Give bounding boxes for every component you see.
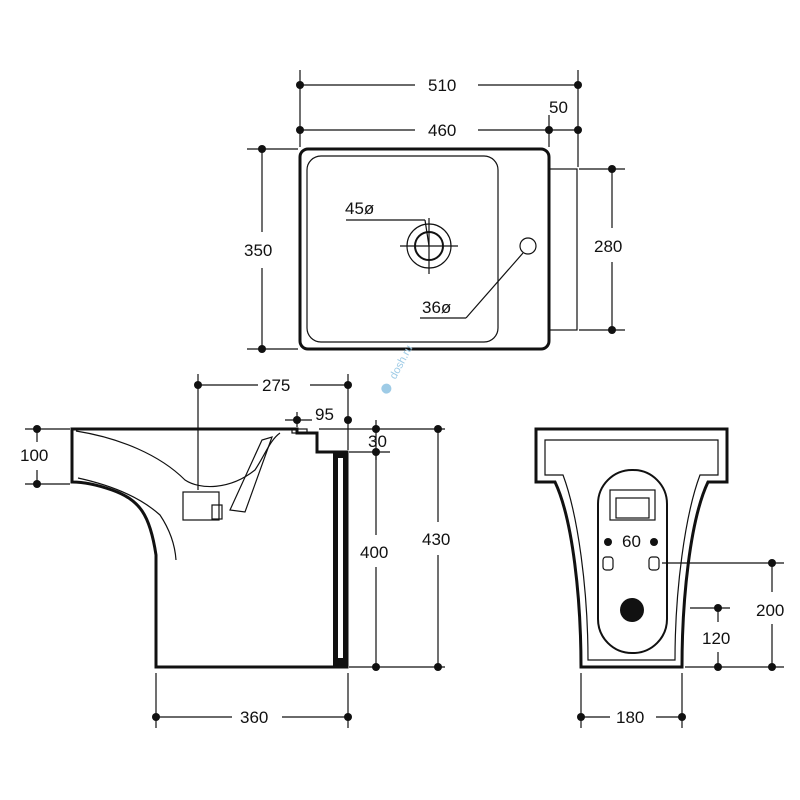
rear-drain-outlet [620, 598, 644, 622]
dim-label-rear-width: 180 [616, 708, 644, 727]
basin-outer-outline [298, 147, 551, 351]
tap-hole-label: 45ø [345, 199, 374, 218]
dim-label-inner-width: 460 [428, 121, 456, 140]
dim-inner-width: 460 50 [296, 98, 582, 147]
side-view: 275 95 30 100 [20, 374, 450, 728]
overflow-hole-label: 36ø [422, 298, 451, 317]
side-drain-block [182, 491, 220, 521]
top-view: 45ø 36ø 510 460 50 [244, 70, 625, 353]
rear-view: 60 200 120 180 [534, 427, 784, 728]
side-overflow-channel [229, 436, 273, 513]
dim-label-fix-spacing: 60 [622, 532, 641, 551]
dim-label-height-body: 400 [360, 543, 388, 562]
overflow-hole-leader [465, 252, 524, 319]
dim-base-depth: 360 [152, 673, 352, 728]
dim-fix-height: 200 [662, 559, 784, 671]
basin-bowl-outline [306, 155, 499, 343]
overflow-hole [519, 237, 537, 255]
dim-label-side-depth: 280 [594, 237, 622, 256]
dim-label-side-offset: 50 [549, 98, 568, 117]
dim-label-offset: 95 [315, 405, 334, 424]
dim-label-bowl-depth: 100 [20, 446, 48, 465]
rear-fix-hole-right [648, 556, 660, 571]
rear-body-outline [534, 427, 729, 669]
rear-inner-outline [544, 439, 719, 661]
dim-fix-spacing: 60 [604, 532, 658, 551]
dim-projection: 275 [194, 374, 352, 490]
dim-label-height-total: 430 [422, 530, 450, 549]
watermark: dosh.ru [381, 343, 415, 394]
side-bowl-curve [75, 430, 281, 488]
dim-offset: 95 [285, 405, 352, 427]
dim-label-depth: 350 [244, 241, 272, 260]
dim-label-overall-width: 510 [428, 76, 456, 95]
dim-bowl-depth: 100 [20, 425, 70, 488]
dim-height-total: 430 [349, 425, 450, 671]
dim-rear-width: 180 [577, 673, 686, 728]
dim-label-base-depth: 360 [240, 708, 268, 727]
dim-label-drain-height: 120 [702, 629, 730, 648]
basin-side-shelf [548, 168, 578, 331]
dim-label-projection: 275 [262, 376, 290, 395]
dim-depth: 350 [244, 145, 298, 353]
dim-side-depth: 280 [579, 165, 625, 334]
dim-label-fix-height: 200 [756, 601, 784, 620]
rear-fix-hole-left [602, 556, 614, 571]
dim-label-rim: 30 [368, 432, 387, 451]
rear-top-recess [609, 489, 656, 521]
side-body-outline [70, 427, 349, 669]
dim-overall-width: 510 [296, 70, 582, 167]
rear-mounting-plate [597, 469, 668, 654]
dim-drain-height: 120 [690, 604, 730, 671]
dim-height-body: 400 [360, 452, 388, 671]
side-shell-curve [77, 477, 177, 561]
